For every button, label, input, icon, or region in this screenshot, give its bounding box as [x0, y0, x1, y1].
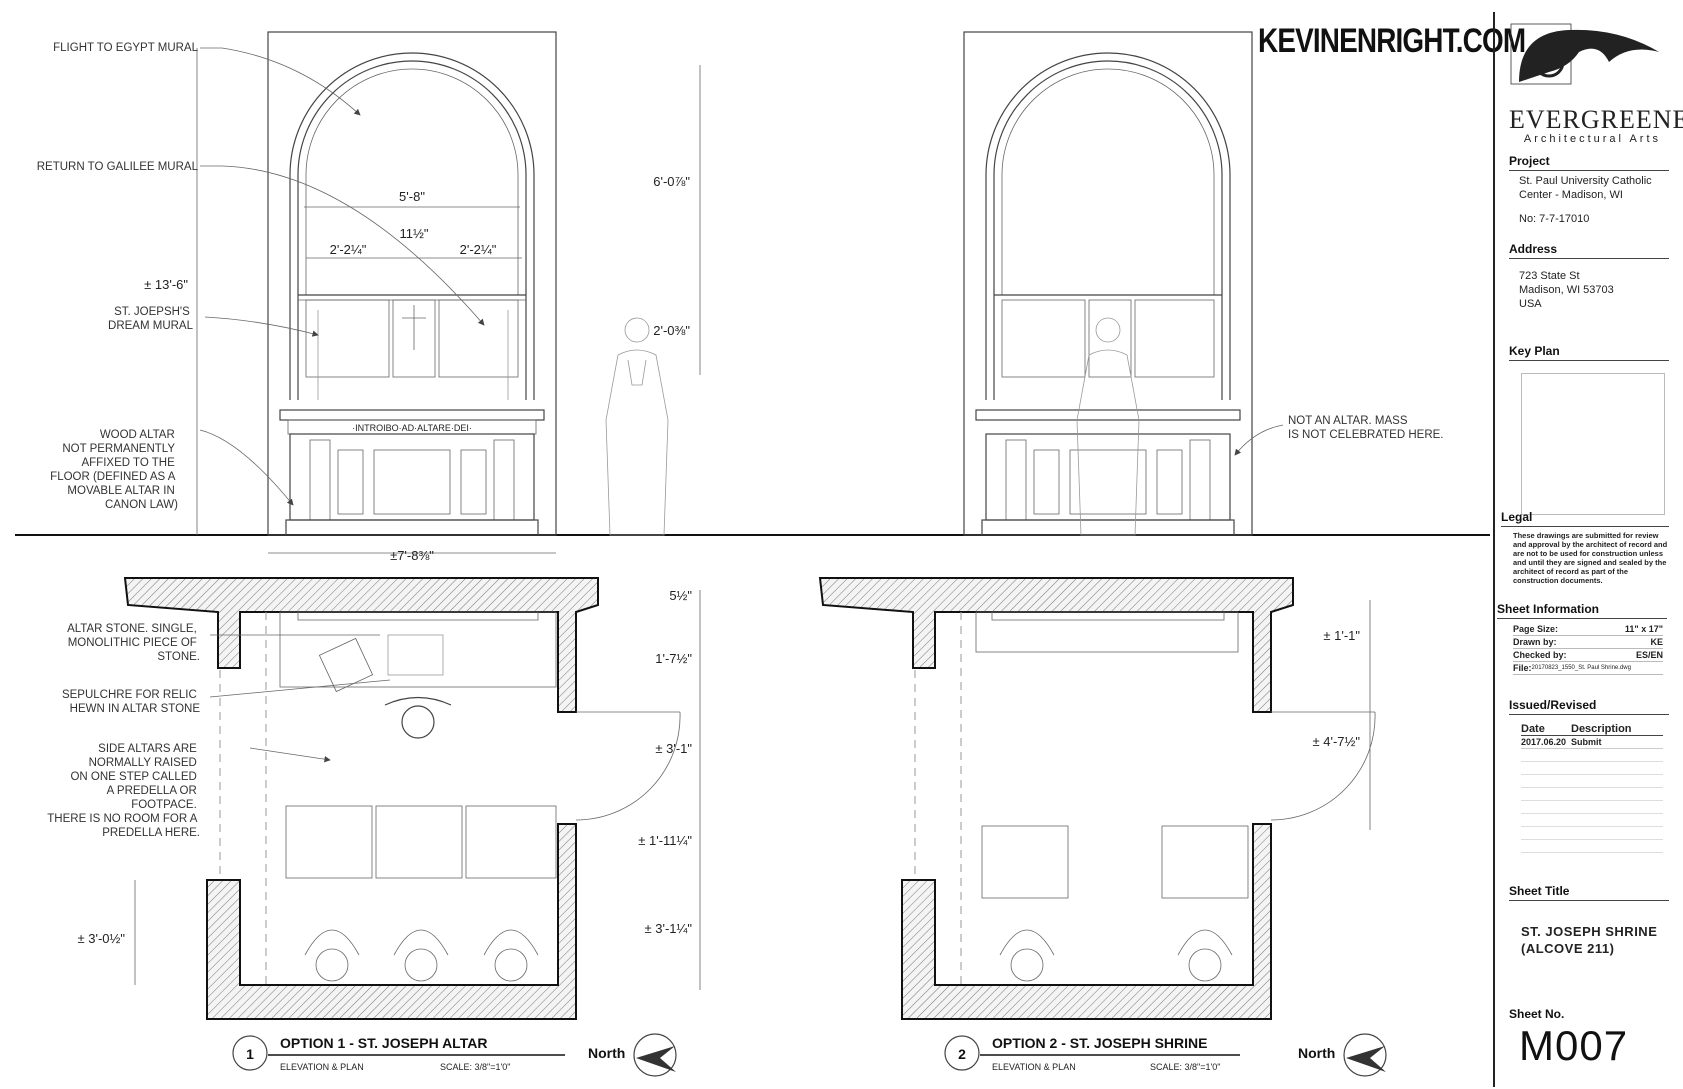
- dim-arch-width: 5'-8": [399, 189, 425, 204]
- altar-inscription: ·INTROIBO·AD·ALTARE·DEI·: [352, 423, 472, 433]
- issued-section: Issued/Revised Date Description 2017.06.…: [1509, 698, 1669, 853]
- project-number: No: 7-7-17010: [1519, 213, 1590, 225]
- view-title-text: OPTION 2 - ST. JOSEPH SHRINE: [992, 1035, 1208, 1051]
- revision-date: 2017.06.20: [1521, 737, 1567, 747]
- note-dream-mural: ST. JOEPSH'S DREAM MURAL: [108, 306, 194, 332]
- revision-row: 2017.06.20 Submit: [1521, 736, 1663, 749]
- firm-logo: EVERGREENE Architectural Arts: [1509, 22, 1683, 145]
- note-wood-altar: WOOD ALTAR NOT PERMANENTLY AFFIXED TO TH…: [50, 429, 178, 511]
- legal-section: Legal These drawings are submitted for r…: [1501, 510, 1669, 585]
- checked-by-value: ES/EN: [1635, 650, 1663, 660]
- dim-lower-height: 2'-0⅜": [653, 323, 690, 338]
- dim-plan2-top: ± 1'-1": [1323, 628, 1360, 643]
- elevation-option-2: [963, 31, 1253, 536]
- file-label: File:: [1513, 663, 1532, 673]
- key-plan-label: Key Plan: [1509, 344, 1669, 361]
- address-section: Address 723 State St Madison, WI 53703 U…: [1509, 242, 1669, 311]
- view-title-1: 1 OPTION 1 - ST. JOSEPH ALTAR ELEVATION …: [232, 1033, 677, 1077]
- dim-height: ± 13'-6": [144, 277, 188, 292]
- sheet-info-section: Sheet Information Page Size: 11" x 17" Dr…: [1497, 602, 1667, 675]
- dim-arch-height: 6'-0⅞": [653, 174, 690, 189]
- project-line-2: Center - Madison, WI: [1519, 189, 1623, 201]
- sheet-info-label: Sheet Information: [1497, 602, 1667, 619]
- address-line: USA: [1519, 298, 1542, 310]
- page-size-value: 11" x 17": [1624, 624, 1663, 634]
- svg-text:2: 2: [958, 1046, 966, 1062]
- drawn-by-value: KE: [1650, 637, 1663, 647]
- dim-elevation-width: ±7'-8⅜": [390, 548, 434, 563]
- revision-desc: Submit: [1571, 737, 1602, 747]
- firm-name: EVERGREENE: [1509, 105, 1683, 134]
- svg-text:1: 1: [246, 1046, 254, 1062]
- checked-by-label: Checked by:: [1513, 650, 1567, 660]
- dim-plan2-mid: ± 4'-7½": [1313, 734, 1361, 749]
- dim-plan1-top: 5½": [669, 588, 692, 603]
- leader-lines: [199, 47, 1284, 763]
- note-altar-stone: ALTAR STONE. SINGLE, MONOLITHIC PIECE OF…: [67, 623, 200, 663]
- dim-center-panel: 11½": [400, 226, 429, 241]
- svg-text:ELEVATION & PLAN: ELEVATION & PLAN: [280, 1062, 364, 1072]
- dimension-lines: [134, 48, 1371, 990]
- drawn-by-label: Drawn by:: [1513, 637, 1557, 647]
- dim-side-panel-right: 2'-2¼": [460, 242, 497, 257]
- north-label: North: [588, 1045, 625, 1061]
- elevation-option-1: ·INTROIBO·AD·ALTARE·DEI·: [267, 31, 669, 536]
- plan-option-2: [818, 577, 1376, 1020]
- sheet-number: M007: [1519, 1022, 1629, 1069]
- svg-text:ELEVATION & PLAN: ELEVATION & PLAN: [992, 1062, 1076, 1072]
- view-title-2: 2 OPTION 2 - ST. JOSEPH SHRINE ELEVATION…: [944, 1033, 1387, 1077]
- dim-plan1-bottom: ± 3'-1¼": [645, 921, 693, 936]
- sheet-title-line-2: (ALCOVE 211): [1521, 941, 1615, 956]
- col-date: Date: [1521, 723, 1545, 735]
- sheet-title-line-1: ST. JOSEPH SHRINE: [1521, 924, 1658, 939]
- page-size-label: Page Size:: [1513, 624, 1559, 634]
- issued-label: Issued/Revised: [1509, 698, 1669, 715]
- sheet-no-section: Sheet No.: [1509, 1007, 1669, 1023]
- title-block: EVERGREENE Architectural Arts Project St…: [1493, 12, 1683, 1087]
- sheet-title-label: Sheet Title: [1509, 884, 1669, 901]
- sheet-no-label: Sheet No.: [1509, 1007, 1565, 1021]
- project-section: Project St. Paul University Catholic Cen…: [1509, 154, 1669, 226]
- address-line: 723 State St: [1519, 270, 1580, 282]
- dim-side-panel-left: 2'-2¼": [330, 242, 367, 257]
- dim-plan1-altar: 1'-7½": [655, 651, 692, 666]
- col-description: Description: [1571, 723, 1632, 735]
- address-line: Madison, WI 53703: [1519, 284, 1614, 296]
- file-value: 20170823_1550_St. Paul Shrine.dwg: [1531, 665, 1631, 671]
- key-plan-section: Key Plan: [1509, 344, 1669, 515]
- plan-option-1: [123, 577, 681, 1020]
- north-arrow-icon: [633, 1033, 677, 1077]
- key-plan-box: [1521, 373, 1665, 515]
- project-line-1: St. Paul University Catholic: [1519, 175, 1652, 187]
- note-flight-mural: FLIGHT TO EGYPT MURAL: [53, 42, 198, 54]
- acanthus-logo-icon: [1510, 23, 1659, 85]
- sheet-title-section: Sheet Title ST. JOSEPH SHRINE (ALCOVE 21…: [1509, 884, 1669, 957]
- north-label: North: [1298, 1045, 1335, 1061]
- firm-tagline: Architectural Arts: [1523, 133, 1661, 145]
- dim-plan1-left: ± 3'-0½": [78, 931, 126, 946]
- note-galilee-mural: RETURN TO GALILEE MURAL: [37, 161, 199, 173]
- legal-label: Legal: [1501, 510, 1669, 527]
- dim-plan1-mid: ± 3'-1": [655, 741, 692, 756]
- priest-figure: [1076, 317, 1140, 536]
- address-label: Address: [1509, 242, 1669, 259]
- north-arrow-icon: [1343, 1033, 1387, 1077]
- dim-plan1-kneeler: ± 1'-11¼": [638, 833, 692, 848]
- svg-text:SCALE: 3/8"=1'0": SCALE: 3/8"=1'0": [440, 1062, 510, 1072]
- brand-watermark: KEVINENRIGHT.COM: [1258, 22, 1526, 60]
- architectural-drawing: ·INTROIBO·AD·ALTARE·DEI·: [15, 31, 1490, 1077]
- note-sepulchre: SEPULCHRE FOR RELIC HEWN IN ALTAR STONE: [62, 689, 200, 715]
- view-title-text: OPTION 1 - ST. JOSEPH ALTAR: [280, 1035, 487, 1051]
- note-not-an-altar: NOT AN ALTAR. MASS IS NOT CELEBRATED HER…: [1288, 415, 1444, 441]
- priest-figure: [605, 317, 669, 536]
- note-side-altars: SIDE ALTARS ARE NORMALLY RAISED ON ONE S…: [47, 743, 200, 839]
- legal-text: These drawings are submitted for review …: [1513, 531, 1668, 585]
- project-label: Project: [1509, 154, 1669, 171]
- svg-text:SCALE: 3/8"=1'0": SCALE: 3/8"=1'0": [1150, 1062, 1220, 1072]
